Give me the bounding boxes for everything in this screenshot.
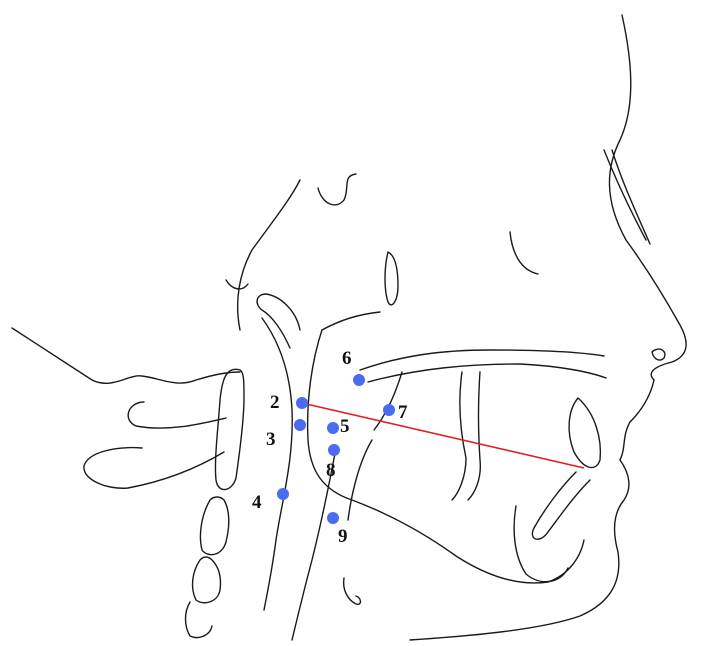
forehead-nose-outline	[609, 15, 686, 380]
c4-vertebra	[193, 557, 221, 603]
soft-tissue-profile	[410, 15, 686, 640]
c3-vertebra	[200, 497, 228, 555]
dens-process	[128, 402, 226, 428]
molar-tooth	[452, 372, 480, 500]
landmark-point-8	[328, 444, 340, 456]
landmark-point-2	[296, 397, 308, 409]
landmark-label-7: 7	[398, 402, 408, 423]
cervical-spine	[12, 328, 244, 638]
landmark-point-4	[277, 488, 289, 500]
axis-body	[84, 448, 224, 489]
sella-outline	[318, 174, 356, 205]
landmark-point-6	[353, 374, 365, 386]
upper-lip-outline	[620, 380, 654, 460]
landmark-label-5: 5	[340, 416, 350, 437]
epiglottis-outline	[348, 440, 372, 520]
ramus-outline	[322, 312, 380, 330]
orbit-outline	[510, 232, 538, 274]
posterior-pharyngeal-wall	[262, 318, 292, 610]
mandibular-incisor	[532, 472, 590, 539]
lower-lip-chin-outline	[410, 460, 629, 640]
landmark-point-5	[327, 422, 339, 434]
landmark-point-9	[327, 512, 339, 524]
palate-lower-outline	[368, 364, 606, 382]
nostril-outline	[652, 349, 665, 360]
landmark-label-2: 2	[270, 392, 280, 413]
palatal-plane-outline	[360, 350, 604, 370]
soft-palate-outline	[226, 280, 248, 289]
landmark-label-9: 9	[338, 526, 348, 547]
landmark-label-3: 3	[266, 429, 276, 450]
nasal-bone-line-inner	[612, 150, 650, 244]
symphysis-outline	[514, 506, 568, 582]
landmark-label-4: 4	[252, 492, 262, 513]
airway-structures	[226, 280, 372, 640]
atlas-vertebra	[215, 369, 244, 489]
landmark-label-6: 6	[342, 348, 352, 369]
landmark-point-7	[383, 404, 395, 416]
landmark-point-3	[294, 419, 306, 431]
maxillary-incisor	[569, 398, 600, 468]
pterygoid-outline	[385, 252, 398, 305]
skeletal-structures	[238, 174, 606, 604]
clivus-line	[238, 180, 300, 330]
c5-vertebra	[186, 602, 213, 638]
landmark-label-8: 8	[326, 460, 336, 481]
hyoid-bone	[344, 578, 361, 604]
occipital-outline	[12, 328, 240, 383]
